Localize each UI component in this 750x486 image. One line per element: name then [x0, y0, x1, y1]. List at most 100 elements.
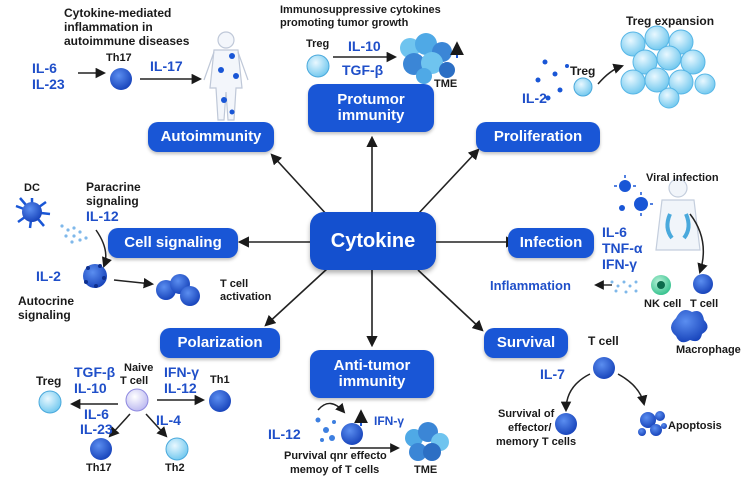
antitumor-il12-label: IL-12	[268, 426, 301, 442]
naive-line1: Naive	[124, 362, 154, 374]
node-cell-signaling: Cell signaling	[108, 228, 238, 258]
node-infection: Infection	[508, 228, 594, 258]
survival-text-line3: memory T cells	[496, 436, 577, 448]
autocrine-line1: Autocrine	[18, 294, 75, 308]
activated-t-cells-icon	[156, 274, 200, 306]
antitumor-ifng-label: IFN-γ	[374, 414, 404, 428]
autoimmunity-title-line1: Cytokine-mediated	[64, 6, 172, 20]
cytokine-center-node: Cytokine	[310, 212, 436, 270]
cell-signaling-graphic	[15, 197, 200, 306]
nk-cell-label: NK cell	[644, 298, 682, 310]
proliferation-graphic	[535, 25, 716, 109]
th17-pol-label: Th17	[86, 462, 112, 474]
node-anti-tumor-immunity: Anti-tumor immunity	[310, 350, 434, 398]
node-protumor-immunity: Protumor immunity	[308, 84, 434, 132]
inflammation-label: Inflammation	[490, 278, 571, 293]
survival-t-cell-icon	[593, 357, 615, 379]
antitumor-graphic	[315, 402, 449, 461]
naive-t-cell-icon	[125, 388, 149, 412]
pol-il12-label: IL-12	[164, 380, 197, 396]
pol-treg-icon	[38, 390, 62, 414]
protumor-il10-label: IL-10	[348, 38, 381, 54]
th2-cell-icon	[165, 437, 189, 461]
pol-il10-label: IL-10	[74, 380, 107, 396]
human-body-icon	[203, 31, 249, 121]
infection-t-cell-icon	[693, 274, 713, 294]
activation-line2: activation	[220, 291, 272, 303]
treg-cell-icon	[306, 54, 330, 78]
infection-il6-label: IL-6	[602, 224, 627, 240]
protumor-tme-label: TME	[434, 78, 458, 90]
macrophage-label: Macrophage	[676, 344, 741, 356]
protumor-title-line1: Immunosuppressive cytokines	[280, 4, 441, 16]
th1-cell-icon	[209, 390, 231, 412]
signaling-il2-label: IL-2	[36, 268, 61, 284]
pol-il23-label: IL-23	[80, 421, 113, 437]
arrow-to-proliferation	[417, 148, 480, 215]
pol-il4-label: IL-4	[156, 412, 181, 428]
autocrine-cell-icon	[83, 264, 107, 288]
pol-il6-label: IL-6	[84, 406, 109, 422]
antitumor-caption-line1: Purvival qnr effecto	[284, 450, 387, 462]
autoimmunity-graphic	[78, 31, 249, 121]
protumor-treg-label: Treg	[306, 38, 330, 50]
protumor-graphic	[306, 33, 464, 84]
auto-il17-label: IL-17	[150, 58, 183, 74]
arrow-to-autoimmunity	[270, 153, 329, 217]
human-torso-icon	[655, 178, 701, 251]
auto-il23-label: IL-23	[32, 76, 65, 92]
polarization-graphic	[38, 388, 231, 461]
prolif-treg-label: Treg	[570, 64, 596, 78]
activation-line1: T cell	[220, 278, 249, 290]
auto-il6-label: IL-6	[32, 60, 57, 76]
infection-ifng-label: IFN-γ	[602, 256, 637, 272]
antitumor-caption-line2: memoy of T cells	[290, 464, 380, 476]
viral-infection-label: Viral infection	[646, 172, 719, 184]
infection-tcell-label: T cell	[690, 298, 719, 310]
protumor-title-line2: promoting tumor growth	[280, 17, 409, 29]
tumor-cluster-icon	[400, 33, 455, 84]
survival-text-line1: Survival of	[498, 408, 555, 420]
dc-label: DC	[24, 182, 40, 194]
tme-cluster-icon	[405, 422, 449, 461]
survival-text-line2: effector/	[508, 422, 552, 434]
macrophage-icon	[671, 310, 708, 343]
infection-graphic	[594, 175, 713, 343]
arrow-to-polarization	[264, 267, 329, 327]
protumor-tgfb-label: TGF-β	[342, 62, 384, 78]
survival-graphic	[555, 357, 667, 436]
radial-arrows	[237, 135, 518, 348]
paracrine-line2: signaling	[86, 194, 139, 208]
effector-t-cell-icon	[341, 423, 363, 445]
th17-cell-icon	[110, 68, 132, 90]
treg-expansion-cluster-icon	[620, 25, 716, 109]
arrow-to-survival	[417, 269, 484, 332]
node-polarization: Polarization	[160, 328, 280, 358]
virus-icon	[619, 180, 648, 211]
th17-pol-cell-icon	[90, 438, 112, 460]
th1-label: Th1	[210, 374, 230, 386]
autocrine-line2: signaling	[18, 308, 71, 322]
survival-il7-label: IL-7	[540, 366, 565, 382]
treg-expansion-title: Treg expansion	[626, 14, 715, 28]
signaling-il12-label: IL-12	[86, 208, 119, 224]
memory-t-cell-icon	[555, 413, 577, 435]
pol-ifng-label: IFN-γ	[164, 364, 199, 380]
survival-tcell-label: T cell	[588, 334, 619, 348]
node-autoimmunity: Autoimmunity	[148, 122, 274, 152]
autoimmunity-title-line3: autoimmune diseases	[64, 34, 190, 48]
treg-small-cell-icon	[573, 77, 593, 97]
apoptotic-cell-icon	[638, 411, 667, 436]
paracrine-line1: Paracrine	[86, 180, 141, 194]
node-proliferation: Proliferation	[476, 122, 600, 152]
pol-treg-label: Treg	[36, 374, 62, 388]
pol-tgfb-label: TGF-β	[74, 364, 116, 380]
antitumor-tme-label: TME	[414, 464, 438, 476]
prolif-il2-label: IL-2	[522, 90, 547, 106]
autoimmunity-title-line2: inflammation in	[64, 20, 153, 34]
node-survival: Survival	[484, 328, 568, 358]
th2-label: Th2	[165, 462, 185, 474]
naive-line2: T cell	[120, 375, 149, 387]
